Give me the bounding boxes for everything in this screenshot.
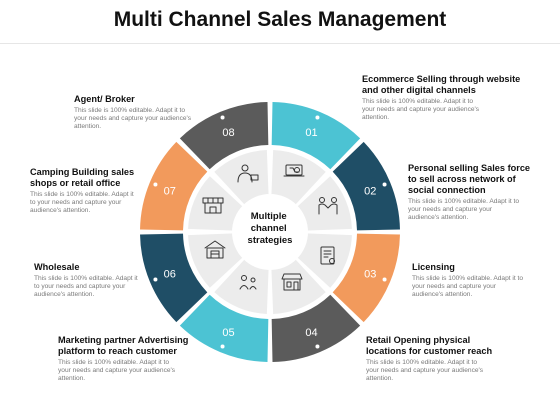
segment-number: 05	[222, 327, 234, 339]
center-circle	[232, 194, 308, 270]
item-description: This slide is 100% editable. Adapt it to…	[58, 359, 176, 382]
item-heading: Personal selling Sales force to sell acr…	[408, 163, 531, 195]
connector-dot	[382, 277, 387, 282]
megaphone-people-icon	[239, 275, 257, 290]
inner-ring	[188, 150, 352, 314]
handshake-people-icon	[318, 197, 338, 215]
item-heading: Wholesale	[34, 262, 80, 272]
item-wholesale: Wholesale This slide is 100% editable. A…	[34, 262, 144, 299]
inner-segment-05	[214, 258, 269, 314]
segment-05	[179, 294, 269, 362]
segment-number: 08	[222, 127, 234, 139]
item-personal-selling: Personal selling Sales force to sell acr…	[408, 163, 536, 222]
item-licensing: Licensing This slide is 100% editable. A…	[412, 262, 527, 299]
segment-07	[140, 141, 208, 231]
segment-01	[271, 102, 361, 170]
warehouse-icon	[204, 240, 226, 259]
item-heading: Ecommerce Selling through website and ot…	[362, 74, 521, 95]
connector-dot	[153, 277, 158, 282]
laptop-cart-icon	[283, 164, 305, 177]
item-camping-building: Camping Building sales shops or retail o…	[30, 167, 140, 215]
inner-segment-04	[271, 258, 326, 314]
segment-number: 02	[364, 185, 376, 197]
shop-awning-icon	[202, 197, 224, 214]
item-description: This slide is 100% editable. Adapt it to…	[362, 98, 480, 121]
connector-dots	[153, 115, 387, 349]
segment-number: 04	[305, 327, 317, 339]
connector-dot	[315, 115, 320, 120]
certificate-document-icon	[320, 246, 335, 265]
segment-03	[332, 233, 400, 323]
segment-06	[140, 233, 208, 323]
segment-08	[179, 102, 269, 170]
connector-dot	[382, 182, 387, 187]
agent-person-icon	[237, 164, 259, 183]
item-description: This slide is 100% editable. Adapt it to…	[408, 198, 520, 221]
inner-segment-03	[296, 233, 352, 288]
item-description: This slide is 100% editable. Adapt it to…	[366, 359, 484, 382]
connector-dot	[315, 344, 320, 349]
storefront-icon	[281, 273, 303, 291]
inner-segment-01	[271, 150, 326, 206]
segment-number: 03	[364, 269, 376, 281]
segment-02	[332, 141, 400, 231]
title-divider	[0, 43, 560, 44]
item-heading: Licensing	[412, 262, 455, 272]
item-description: This slide is 100% editable. Adapt it to…	[30, 191, 134, 214]
segment-04	[271, 294, 361, 362]
item-marketing-partner: Marketing partner Advertising platform t…	[58, 335, 198, 383]
connector-dot	[220, 344, 225, 349]
item-heading: Marketing partner Advertising platform t…	[58, 335, 189, 356]
page-title: Multi Channel Sales Management	[113, 8, 447, 31]
item-ecommerce: Ecommerce Selling through website and ot…	[362, 74, 522, 122]
connector-dot	[153, 182, 158, 187]
inner-segment-08	[214, 150, 269, 206]
item-retail: Retail Opening physical locations for cu…	[366, 335, 506, 383]
item-description: This slide is 100% editable. Adapt it to…	[412, 275, 524, 298]
connector-dot	[220, 115, 225, 120]
item-heading: Agent/ Broker	[74, 94, 135, 104]
item-heading: Retail Opening physical locations for cu…	[366, 335, 493, 356]
item-description: This slide is 100% editable. Adapt it to…	[34, 275, 138, 298]
segment-number: 01	[305, 127, 317, 139]
inner-segment-06	[188, 233, 244, 288]
outer-ring: 01 02 03 04 05 06 07 08	[140, 102, 400, 362]
segment-number: 07	[164, 185, 176, 197]
center-label: Multiple channel strategies	[248, 211, 293, 246]
item-description: This slide is 100% editable. Adapt it to…	[74, 107, 192, 130]
item-agent-broker: Agent/ Broker This slide is 100% editabl…	[74, 94, 199, 131]
item-heading: Camping Building sales shops or retail o…	[30, 167, 135, 188]
inner-segment-02	[296, 176, 352, 231]
segment-number: 06	[164, 269, 176, 281]
